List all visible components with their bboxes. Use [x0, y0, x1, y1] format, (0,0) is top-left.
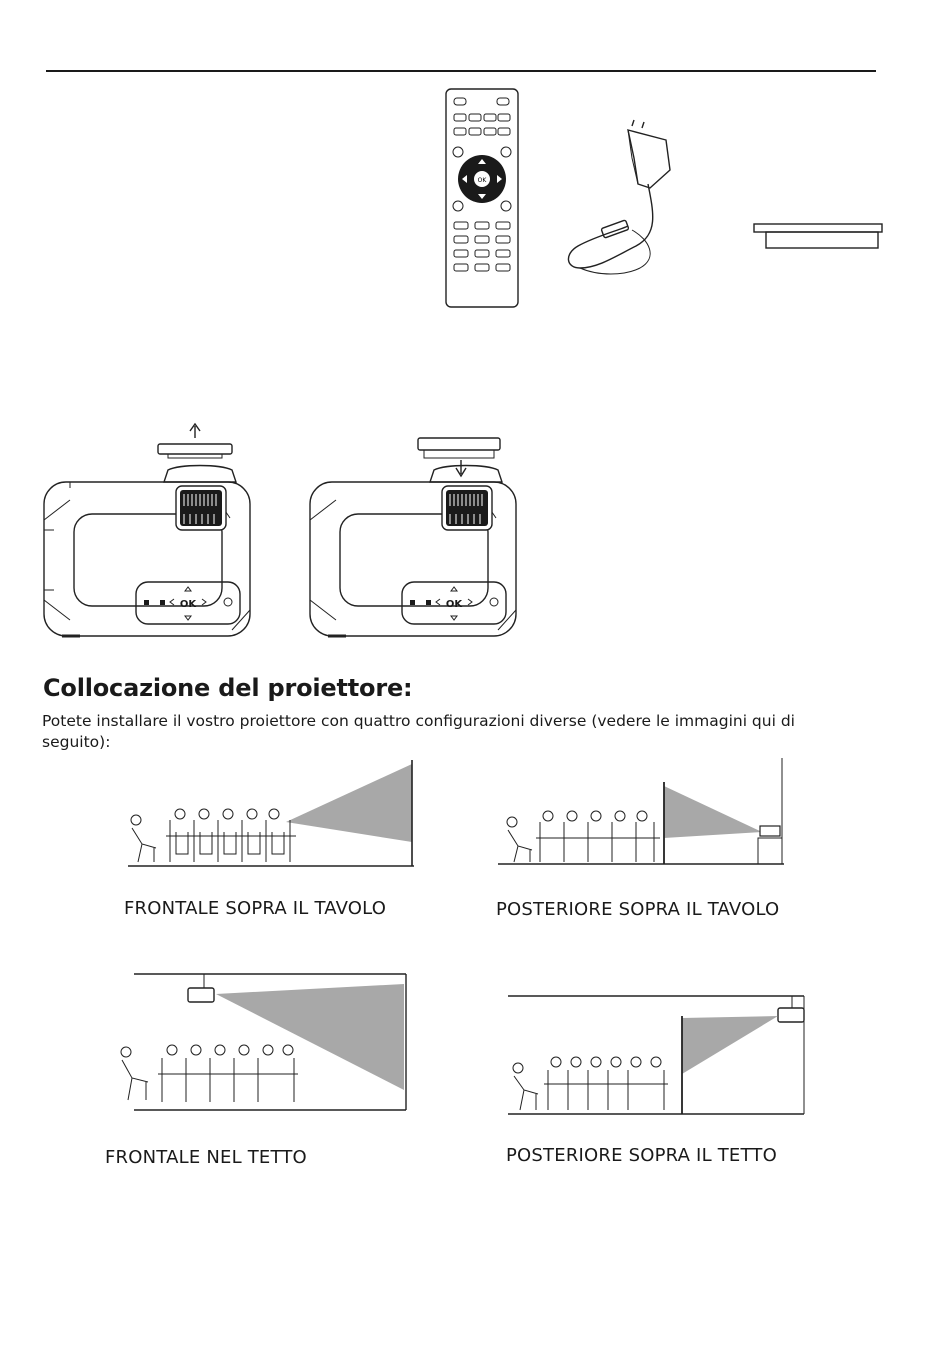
- caption-rear-table: POSTERIORE SOPRA IL TAVOLO: [496, 899, 779, 920]
- remote-ok-label: OK: [478, 177, 488, 184]
- config-front-ceiling-illustration: [118, 970, 410, 1112]
- caption-front-ceiling: FRONTALE NEL TETTO: [105, 1147, 307, 1168]
- section-paragraph: Potete installare il vostro proiettore c…: [42, 711, 864, 753]
- projector-cap-attached-illustration: OK: [306, 420, 522, 642]
- top-divider: [46, 70, 876, 72]
- lens-cap-illustration: [750, 218, 886, 252]
- projector-panel-ok-label: OK: [180, 599, 198, 610]
- config-rear-table-illustration: [496, 756, 786, 868]
- projector-cap-removed-illustration: OK: [40, 420, 256, 642]
- section-heading: Collocazione del proiettore:: [43, 674, 412, 702]
- caption-rear-ceiling: POSTERIORE SOPRA IL TETTO: [506, 1145, 777, 1166]
- power-adapter-illustration: [562, 118, 674, 282]
- caption-front-table: FRONTALE SOPRA IL TAVOLO: [124, 898, 386, 919]
- config-rear-ceiling-illustration: [506, 990, 808, 1118]
- projector-panel-ok-label-2: OK: [446, 599, 464, 610]
- config-front-table-illustration: [126, 758, 416, 870]
- remote-control-illustration: OK: [440, 86, 524, 312]
